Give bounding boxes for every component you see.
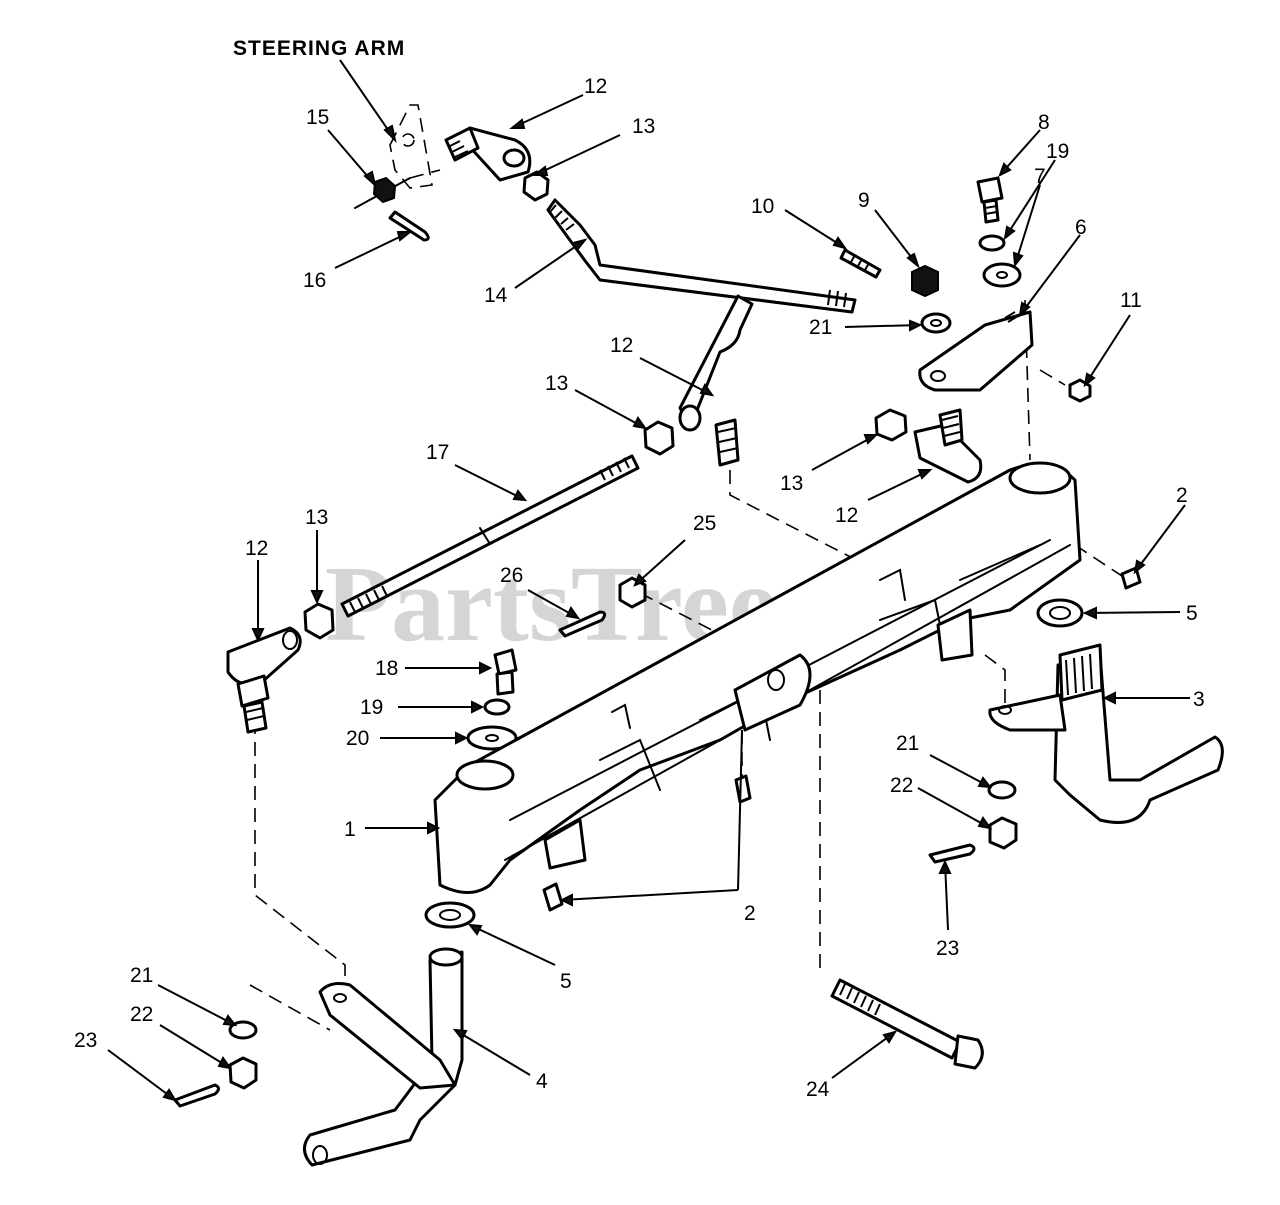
spindle-4-left	[303, 947, 464, 1167]
castle-nut-22-right	[988, 816, 1018, 850]
lock-nut-9	[911, 264, 939, 298]
callout-3: 3	[1193, 688, 1205, 711]
lock-washer-19-top	[978, 234, 1006, 252]
assembly-lines	[249, 169, 1126, 1031]
cotter-pin-26	[558, 610, 607, 638]
callout-2: 2	[744, 902, 756, 925]
callout-22: 22	[130, 1003, 153, 1026]
callout-21: 21	[809, 316, 832, 339]
thrust-washer-5-right	[1036, 598, 1084, 628]
front-axle-1	[433, 461, 1082, 894]
callout-8: 8	[1038, 111, 1050, 134]
callout-12: 12	[584, 75, 607, 98]
ball-joint-12-top	[444, 126, 532, 182]
callout-4: 4	[536, 1070, 548, 1093]
callout-2: 2	[1176, 484, 1188, 507]
callout-19: 19	[1046, 140, 1069, 163]
tie-rod-17	[340, 454, 640, 618]
callout-25: 25	[693, 512, 716, 535]
callout-21: 21	[896, 732, 919, 755]
callout-12: 12	[610, 334, 633, 357]
bolt-10	[839, 248, 882, 279]
ball-joint-12-middle	[678, 294, 754, 467]
grease-fitting-2-left	[542, 882, 564, 912]
callout-7: 7	[1034, 165, 1046, 188]
callout-13: 13	[780, 472, 803, 495]
callout-18: 18	[375, 657, 398, 680]
steering-bracket-6	[918, 310, 1034, 392]
callout-11: 11	[1120, 289, 1142, 312]
tie-rod-14	[546, 198, 857, 314]
callout-20: 20	[346, 727, 369, 750]
callout-12: 12	[245, 537, 268, 560]
steering-arm-title: STEERING ARM	[233, 37, 405, 60]
steering-arm	[389, 104, 433, 189]
callout-14: 14	[484, 284, 508, 307]
callout-5: 5	[1186, 602, 1198, 625]
cotter-pin-23-right	[928, 843, 976, 864]
callout-10: 10	[751, 195, 774, 218]
bolt-18	[493, 648, 518, 696]
grease-fitting-2-right	[1120, 566, 1142, 590]
thrust-washer-5-left	[424, 901, 476, 929]
callout-16: 16	[303, 269, 326, 292]
callout-1: 1	[344, 818, 356, 841]
castle-nut-15	[354, 176, 411, 209]
callout-12: 12	[835, 504, 858, 527]
callout-24: 24	[806, 1078, 830, 1101]
cotter-pin-23-left	[173, 1083, 220, 1108]
hex-nut-13-right	[874, 408, 908, 442]
callout-5: 5	[560, 970, 572, 993]
callout-26: 26	[500, 564, 523, 587]
grease-fitting-2-middle	[734, 774, 752, 804]
lock-washer-21-top	[920, 312, 952, 334]
ball-joint-12-right	[913, 408, 983, 484]
leader-lines	[107, 59, 1190, 1102]
callout-13: 13	[305, 506, 328, 529]
callout-17: 17	[426, 441, 449, 464]
lock-washer-21-right	[987, 780, 1017, 800]
callout-23: 23	[936, 937, 959, 960]
hex-nut-13-left	[303, 602, 335, 640]
callout-13: 13	[632, 115, 655, 138]
bolt-8	[976, 176, 1004, 224]
callout-19: 19	[360, 696, 383, 719]
callout-labels: 15 12 13 16 14 10 9 8 19 7 6 21 11 12 13…	[74, 75, 1205, 1101]
callout-22: 22	[890, 774, 913, 797]
hex-nut-13-middle	[643, 420, 675, 456]
callout-15: 15	[306, 106, 329, 129]
cotter-pin-16	[388, 210, 430, 242]
callout-6: 6	[1075, 216, 1087, 239]
callout-9: 9	[858, 189, 870, 212]
castle-nut-22-left	[228, 1056, 258, 1090]
castle-nut-25	[618, 576, 647, 609]
bolt-24	[830, 978, 984, 1070]
hex-nut-13-top	[522, 170, 550, 202]
callout-23: 23	[74, 1029, 97, 1052]
flat-washer-7	[982, 262, 1022, 288]
callout-21: 21	[130, 964, 153, 987]
spindle-3-right	[988, 643, 1224, 824]
callout-13: 13	[545, 372, 568, 395]
lock-washer-19-middle	[483, 698, 511, 716]
ball-joint-12-left	[226, 626, 302, 734]
